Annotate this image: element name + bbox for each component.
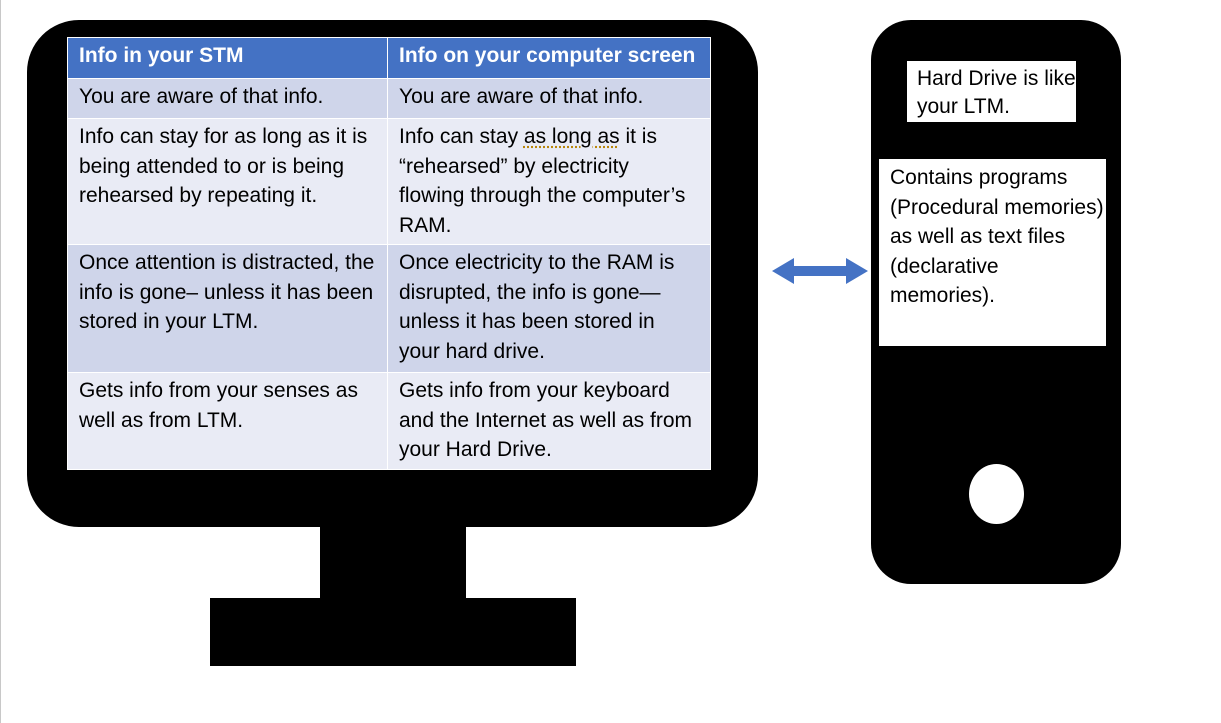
tower-contents-label: Contains programs (Procedural memories) … bbox=[879, 159, 1106, 346]
table-header-row: Info in your STM Info on your computer s… bbox=[67, 37, 711, 79]
power-button-icon bbox=[969, 464, 1024, 524]
cell-stm: Info can stay for as long as it is being… bbox=[67, 118, 388, 245]
header-screen: Info on your computer screen bbox=[387, 37, 711, 79]
cell-text: Info can stay bbox=[399, 125, 524, 148]
grammar-flagged-text: as long as bbox=[523, 125, 620, 148]
cell-stm: You are aware of that info. bbox=[67, 78, 388, 119]
cell-stm: Gets info from your senses as well as fr… bbox=[67, 372, 388, 470]
cell-screen: Gets info from your keyboard and the Int… bbox=[387, 372, 711, 470]
double-arrow-icon bbox=[772, 258, 868, 284]
table-row: Once attention is distracted, the info i… bbox=[67, 244, 711, 373]
slide-edge bbox=[0, 0, 1, 723]
monitor-stand-neck bbox=[320, 526, 466, 600]
cell-screen: Info can stay as long as it is “rehearse… bbox=[387, 118, 711, 245]
header-stm: Info in your STM bbox=[67, 37, 388, 79]
table-row: Gets info from your senses as well as fr… bbox=[67, 372, 711, 470]
cell-stm: Once attention is distracted, the info i… bbox=[67, 244, 388, 373]
monitor-stand-base bbox=[210, 598, 576, 666]
cell-screen: You are aware of that info. bbox=[387, 78, 711, 119]
hard-drive-label: Hard Drive is like your LTM. bbox=[907, 61, 1076, 122]
comparison-table: Info in your STM Info on your computer s… bbox=[67, 37, 711, 470]
table-row: Info can stay for as long as it is being… bbox=[67, 118, 711, 245]
cell-text: it is “rehearsed” by electricity flowing… bbox=[399, 125, 686, 237]
table-row: You are aware of that info. You are awar… bbox=[67, 78, 711, 119]
cell-screen: Once electricity to the RAM is disrupted… bbox=[387, 244, 711, 373]
